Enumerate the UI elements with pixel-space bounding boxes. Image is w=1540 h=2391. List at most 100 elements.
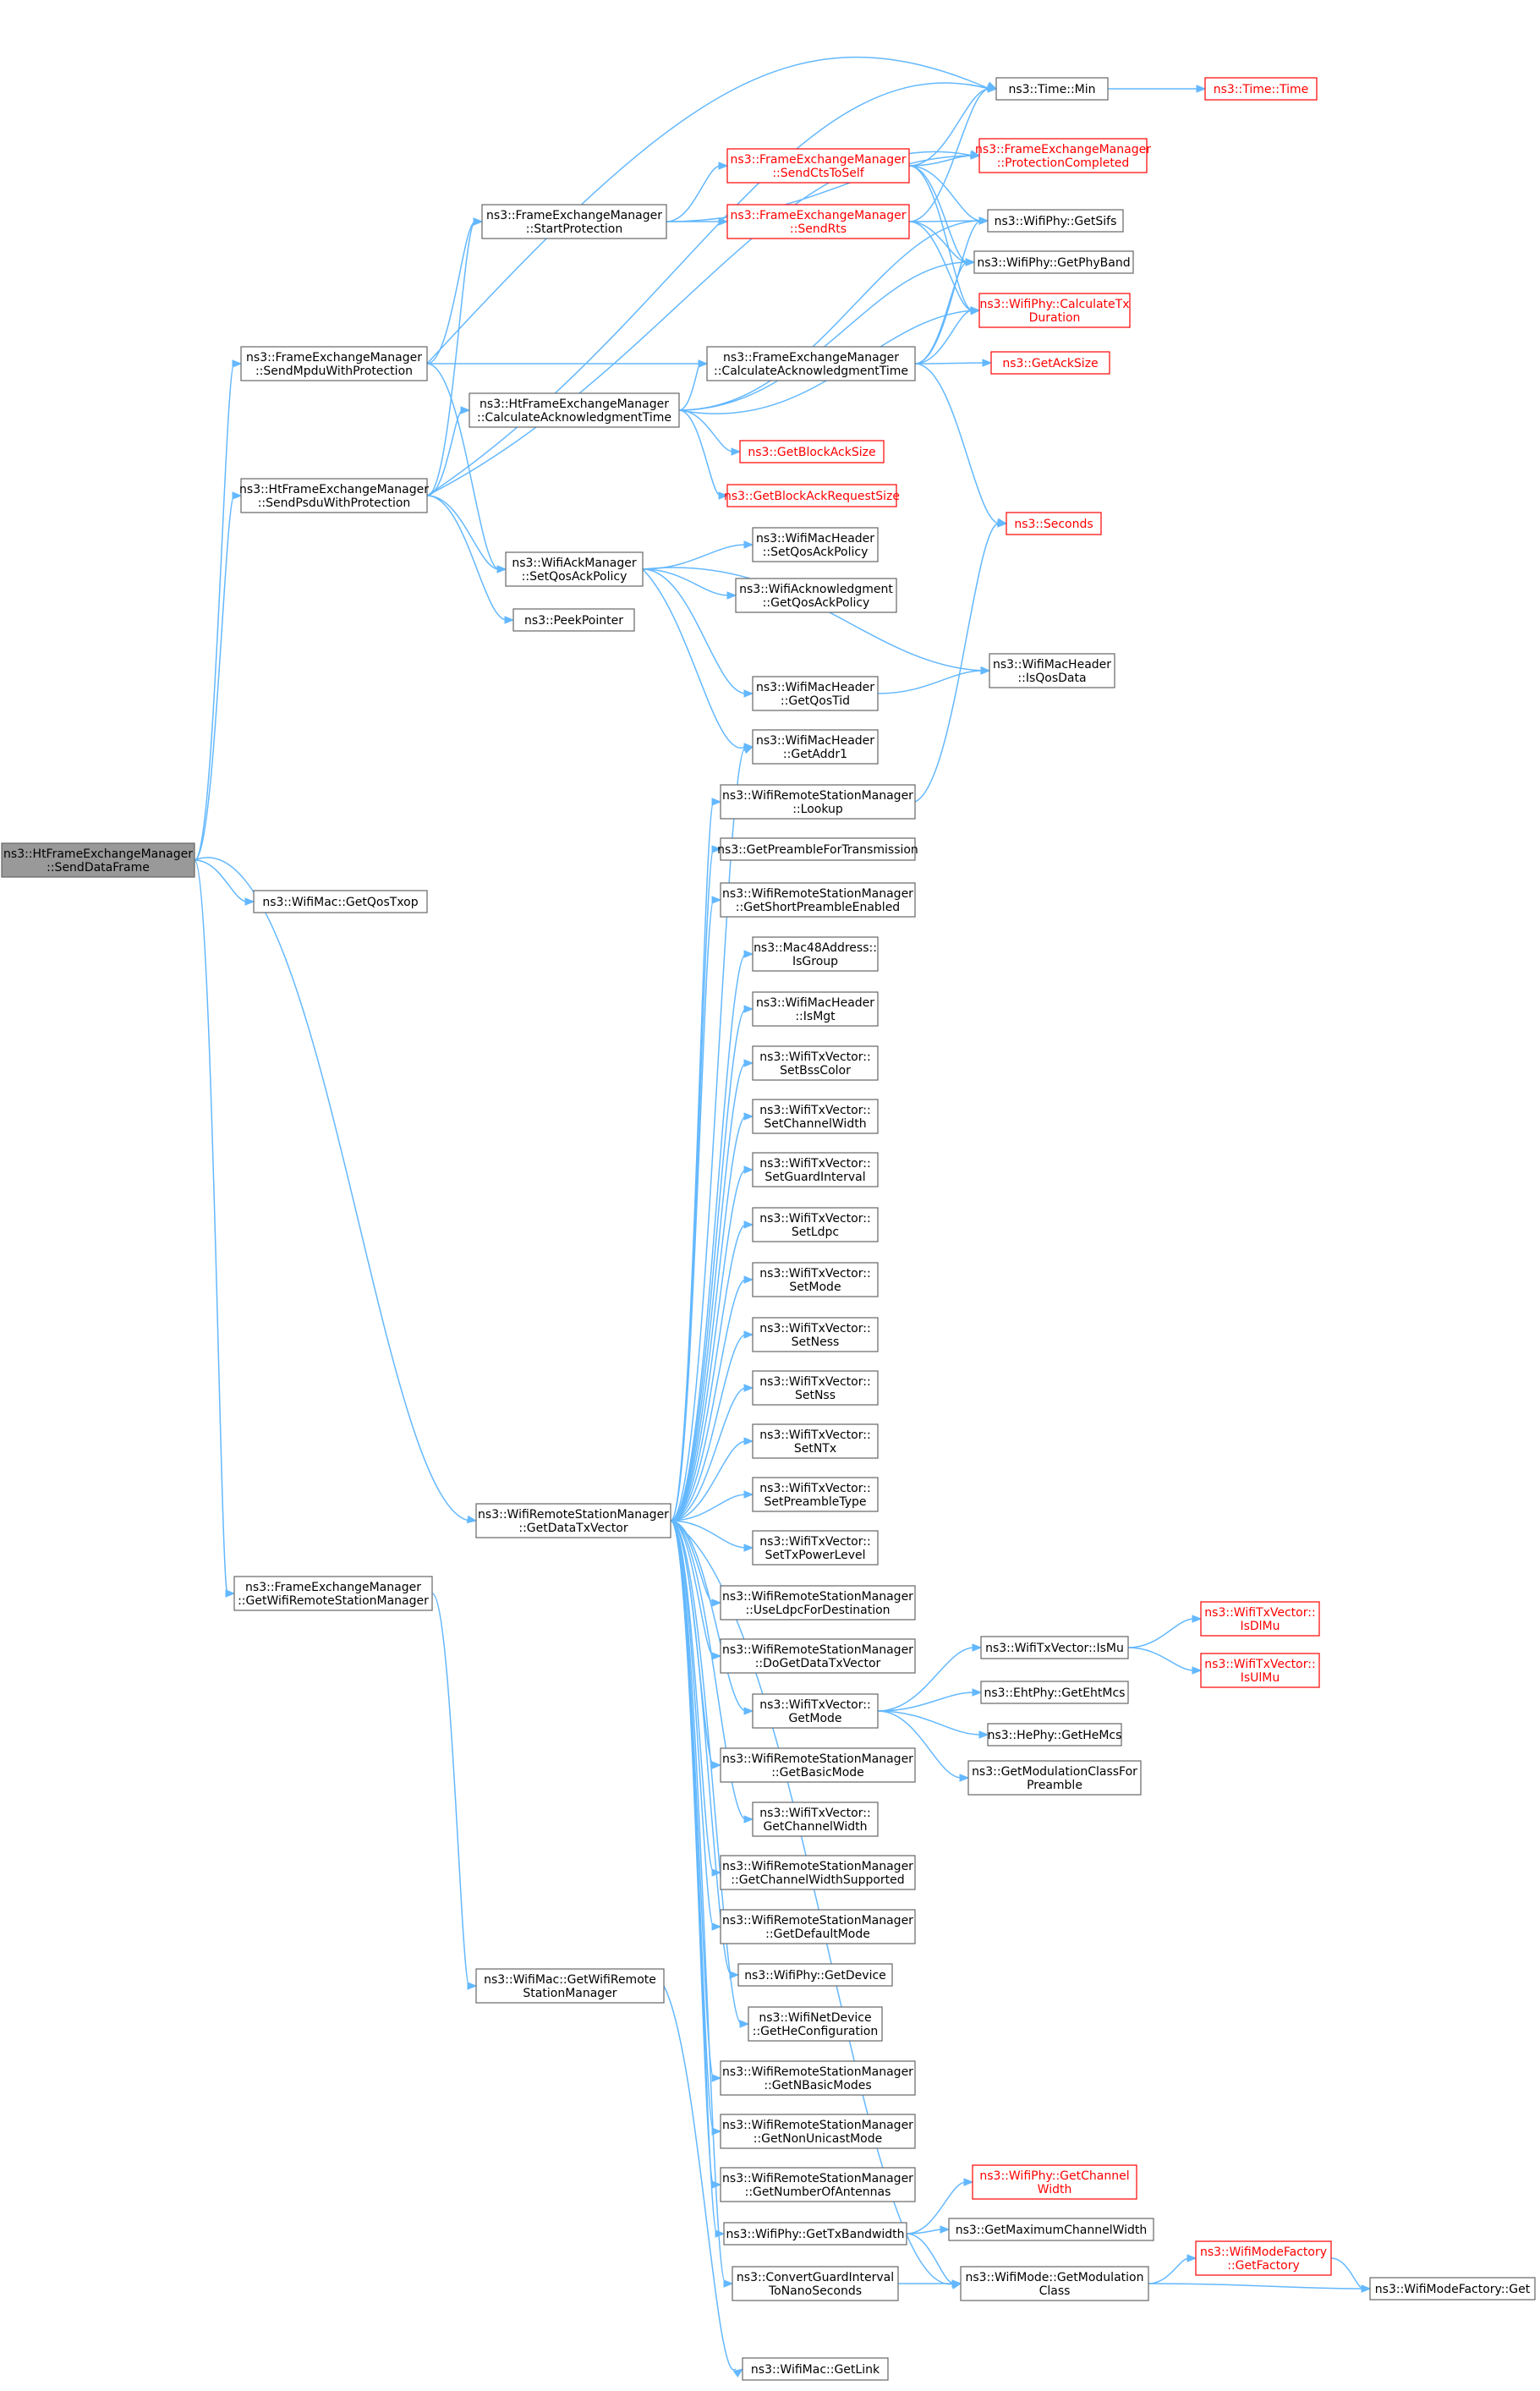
edge-set-qos-ack-to-hdr-set-qos-ack [642,540,754,570]
node-ack-get-qos-ack[interactable]: ns3::WifiAcknowledgment::GetQosAckPolicy [735,578,897,613]
node-set-qos-ack[interactable]: ns3::WifiAckManager::SetQosAckPolicy [505,551,644,587]
node-send-psdu[interactable]: ns3::HtFrameExchangeManager::SendPsduWit… [239,478,429,513]
node-set-bss-color[interactable]: ns3::WifiTxVector::SetBssColor [752,1045,879,1081]
node-phy-get-channel-width[interactable]: ns3::WifiPhy::GetChannelWidth [972,2164,1137,2200]
node-set-tx-power[interactable]: ns3::WifiTxVector::SetTxPowerLevel [752,1530,879,1566]
node-time-time[interactable]: ns3::Time::Time [1204,77,1318,101]
node-root[interactable]: ns3::HtFrameExchangeManager::SendDataFra… [1,842,195,878]
node-box [469,392,680,428]
arrowhead [504,616,515,624]
node-box [720,1585,916,1621]
node-send-cts[interactable]: ns3::FrameExchangeManager::SendCtsToSelf [726,148,910,184]
node-he-config[interactable]: ns3::WifiNetDevice::GetHeConfiguration [748,2006,883,2042]
node-hdr-ismgt[interactable]: ns3::WifiMacHeader::IsMgt [752,991,879,1027]
node-label: ::GetWifiRemoteStationManager [238,1594,429,1608]
node-is-ul-mu[interactable]: ns3::WifiTxVector::IsUlMu [1200,1653,1320,1688]
edge-fem-calc-ack-to-calc-tx-duration [914,306,981,365]
node-hdr-set-qos-ack[interactable]: ns3::WifiMacHeader::SetQosAckPolicy [752,527,879,562]
node-mac48-isgroup[interactable]: ns3::Mac48Address::IsGroup [752,936,879,972]
node-label: ns3::WifiRemoteStationManager [722,1643,913,1657]
node-get-wrsm[interactable]: ns3::FrameExchangeManager::GetWifiRemote… [233,1576,433,1611]
node-box [752,676,879,711]
edge-get-data-txvec-to-set-nss [670,1384,754,1522]
node-set-guard-interval[interactable]: ns3::WifiTxVector::SetGuardInterval [752,1152,879,1187]
node-he-get-mcs[interactable]: ns3::HePhy::GetHeMcs [987,1723,1122,1747]
edge-get-data-txvec-to-get-tx-bandwidth [670,1520,726,2238]
node-seconds[interactable]: ns3::Seconds [1006,512,1102,535]
node-hdr-get-addr1[interactable]: ns3::WifiMacHeader::GetAddr1 [752,729,879,765]
arrowhead [467,1982,478,1990]
node-label: ns3::WifiTxVector:: [759,1482,870,1495]
node-non-unicast[interactable]: ns3::WifiRemoteStationManager::GetNonUni… [720,2114,916,2149]
node-get-block-ack-size[interactable]: ns3::GetBlockAckSize [739,440,885,463]
arrowhead [980,666,991,675]
node-get-bar-size[interactable]: ns3::GetBlockAckRequestSize [724,484,900,507]
node-lookup[interactable]: ns3::WifiRemoteStationManager::Lookup [720,784,916,820]
node-get-phy-band[interactable]: ns3::WifiPhy::GetPhyBand [973,250,1134,274]
node-get-tx-bandwidth[interactable]: ns3::WifiPhy::GetTxBandwidth [723,2222,907,2246]
node-is-dl-mu[interactable]: ns3::WifiTxVector::IsDlMu [1200,1601,1320,1637]
node-short-preamble[interactable]: ns3::WifiRemoteStationManager::GetShortP… [720,882,916,918]
node-get-data-txvec[interactable]: ns3::WifiRemoteStationManager::GetDataTx… [475,1503,671,1538]
edge-line [666,165,721,222]
node-set-preamble-type[interactable]: ns3::WifiTxVector::SetPreambleType [752,1477,879,1512]
node-peek-pointer[interactable]: ns3::PeekPointer [512,608,635,632]
edge-mode-factory-get-factory-to-mode-factory-get [1330,2257,1372,2293]
node-box [752,991,879,1027]
node-get-ack-size[interactable]: ns3::GetAckSize [990,351,1110,375]
arrowhead [732,2368,744,2378]
edge-set-qos-ack-to-hdr-get-qos-tid [642,568,754,698]
arrowhead [743,1330,754,1339]
node-set-mode[interactable]: ns3::WifiTxVector::SetMode [752,1262,879,1297]
node-get-channel-width[interactable]: ns3::WifiTxVector::GetChannelWidth [752,1801,879,1837]
node-time-min[interactable]: ns3::Time::Min [995,77,1109,101]
node-get-qos-txop[interactable]: ns3::WifiMac::GetQosTxop [253,890,428,913]
node-send-rts[interactable]: ns3::FrameExchangeManager::SendRts [726,204,910,239]
node-set-ldpc[interactable]: ns3::WifiTxVector::SetLdpc [752,1207,879,1242]
node-label: ::GetChannelWidthSupported [731,1873,904,1887]
node-send-mpdu[interactable]: ns3::FrameExchangeManager::SendMpduWithP… [240,346,428,381]
node-mac-get-link[interactable]: ns3::WifiMac::GetLink [742,2357,889,2381]
node-cw-supported[interactable]: ns3::WifiRemoteStationManager::GetChanne… [720,1855,916,1890]
node-hdr-get-qos-tid[interactable]: ns3::WifiMacHeader::GetQosTid [752,676,879,711]
node-label: ns3::WifiRemoteStationManager [722,887,913,901]
node-set-ness[interactable]: ns3::WifiTxVector::SetNess [752,1317,879,1352]
node-hdr-is-qos-data[interactable]: ns3::WifiMacHeader::IsQosData [989,653,1115,688]
node-get-sifs[interactable]: ns3::WifiPhy::GetSifs [987,209,1124,233]
node-prot-completed[interactable]: ns3::FrameExchangeManager::ProtectionCom… [975,138,1151,173]
node-label: ::SendPsduWithProtection [258,496,411,510]
node-mode-get-mod-class[interactable]: ns3::WifiMode::GetModulationClass [960,2266,1149,2301]
edge-root-to-send-psdu [194,491,243,861]
node-set-nss[interactable]: ns3::WifiTxVector::SetNss [752,1370,879,1406]
node-label: ns3::HePhy::GetHeMcs [988,1729,1122,1742]
node-do-get-data-txvec[interactable]: ns3::WifiRemoteStationManager::DoGetData… [720,1638,916,1674]
node-n-basic-modes[interactable]: ns3::WifiRemoteStationManager::GetNBasic… [720,2060,916,2096]
node-box [752,1801,879,1837]
node-get-preamble[interactable]: ns3::GetPreambleForTransmission [717,837,918,861]
node-max-channel-width[interactable]: ns3::GetMaximumChannelWidth [948,2218,1154,2241]
node-mode-factory-get-factory[interactable]: ns3::WifiModeFactory::GetFactory [1195,2240,1332,2276]
edge-get-tx-bandwidth-to-mode-get-mod-class [906,2233,962,2288]
node-use-ldpc[interactable]: ns3::WifiRemoteStationManager::UseLdpcFo… [720,1585,916,1621]
node-eht-get-mcs[interactable]: ns3::EhtPhy::GetEhtMcs [980,1681,1129,1704]
node-set-channel-width[interactable]: ns3::WifiTxVector::SetChannelWidth [752,1099,879,1134]
node-mac-get-wrsm[interactable]: ns3::WifiMac::GetWifiRemoteStationManage… [475,1968,665,2004]
node-label: ns3::WifiPhy::GetChannel [979,2169,1129,2183]
node-txvec-get-mode[interactable]: ns3::WifiTxVector::GetMode [752,1693,879,1729]
node-fem-calc-ack[interactable]: ns3::FrameExchangeManager::CalculateAckn… [706,346,916,381]
node-get-default-mode[interactable]: ns3::WifiRemoteStationManager::GetDefaul… [720,1909,916,1944]
edge-line [670,953,747,1522]
node-get-basic-mode[interactable]: ns3::WifiRemoteStationManager::GetBasicM… [720,1747,916,1783]
node-set-ntx[interactable]: ns3::WifiTxVector::SetNTx [752,1423,879,1459]
node-box [475,1968,665,2004]
node-box [739,440,885,463]
node-start-prot[interactable]: ns3::FrameExchangeManager::StartProtecti… [481,204,667,239]
node-phy-get-device[interactable]: ns3::WifiPhy::GetDevice [737,1963,893,1987]
node-ht-calc-ack[interactable]: ns3::HtFrameExchangeManager::CalculateAc… [469,392,680,428]
node-txvec-is-mu[interactable]: ns3::WifiTxVector::IsMu [980,1636,1129,1659]
node-num-antennas[interactable]: ns3::WifiRemoteStationManager::GetNumber… [720,2167,916,2202]
node-mode-factory-get[interactable]: ns3::WifiModeFactory::Get [1369,2277,1536,2301]
